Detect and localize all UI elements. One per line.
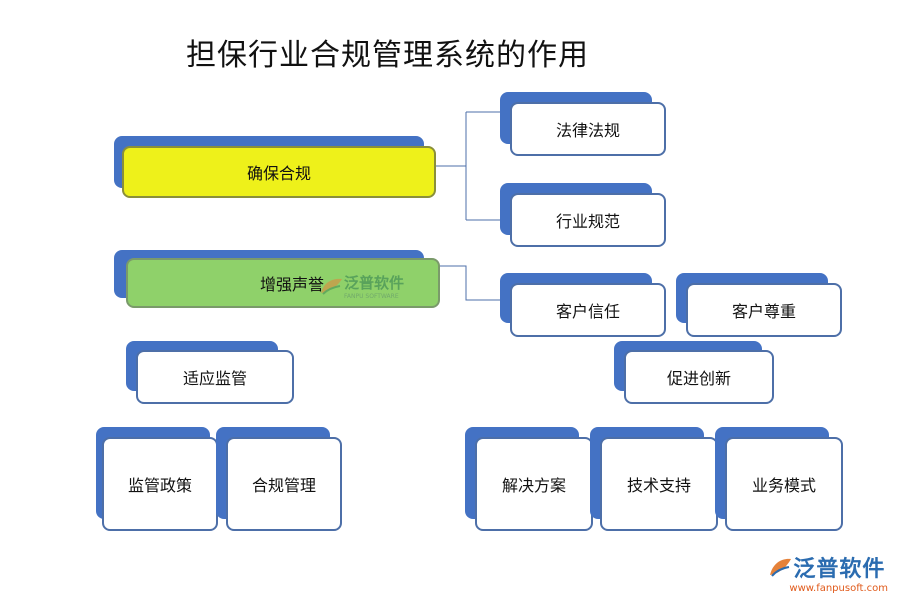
brand-logo: 泛普软件 www.fanpusoft.com [767,551,888,594]
node-tech-support: 技术支持 [590,427,720,533]
node-business-model: 业务模式 [715,427,845,533]
node-customer-respect: 客户尊重 [676,273,844,337]
node-laws-regulations: 法律法规 [500,92,668,158]
watermark-logo: 泛普软件 FANPU SOFTWARE [318,272,404,300]
compliance-management-label: 合规管理 [226,437,342,531]
node-compliance-management: 合规管理 [216,427,344,533]
node-ensure-compliance: 确保合规 [114,136,436,202]
node-regulatory-policy: 监管政策 [96,427,220,533]
node-enhance-reputation: 增强声誉 [114,250,440,310]
node-customer-trust: 客户信任 [500,273,668,337]
industry-norms-label: 行业规范 [510,193,666,247]
tech-support-label: 技术支持 [600,437,718,531]
regulatory-policy-label: 监管政策 [102,437,218,531]
brand-leaf-icon [770,558,792,577]
brand-url: www.fanpusoft.com [789,583,888,594]
solutions-label: 解决方案 [475,437,593,531]
ensure-compliance-label: 确保合规 [122,146,436,198]
node-adapt-regulation: 适应监管 [126,341,294,405]
watermark-leaf-icon [321,278,342,295]
enhance-reputation-label: 增强声誉 [126,258,440,308]
page-title: 担保行业合规管理系统的作用 [186,38,589,73]
node-promote-innovation: 促进创新 [614,341,776,405]
watermark-sub: FANPU SOFTWARE [344,293,399,300]
customer-respect-label: 客户尊重 [686,283,842,337]
node-industry-norms: 行业规范 [500,183,668,249]
promote-innovation-label: 促进创新 [624,350,774,404]
business-model-label: 业务模式 [725,437,843,531]
customer-trust-label: 客户信任 [510,283,666,337]
connector-reputation [438,265,510,301]
laws-regulations-label: 法律法规 [510,102,666,156]
adapt-regulation-label: 适应监管 [136,350,294,404]
brand-name: 泛普软件 [793,557,886,582]
node-solutions: 解决方案 [465,427,595,533]
watermark-name: 泛普软件 [344,274,405,292]
